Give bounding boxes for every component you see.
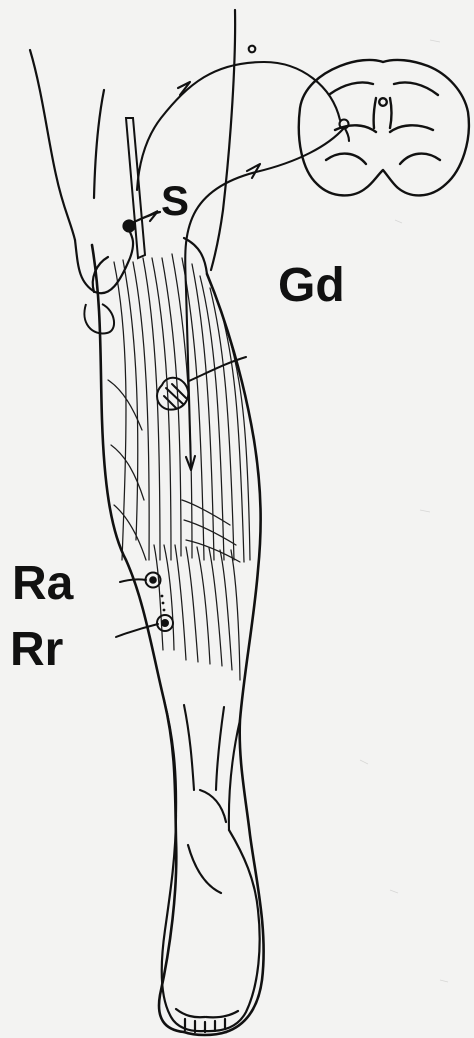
muscle-striations — [108, 254, 250, 680]
thigh-outline — [30, 10, 235, 293]
knee-joint — [84, 118, 145, 333]
calf-outline — [92, 245, 264, 1035]
active-electrode-marker — [120, 573, 161, 588]
active-electrode-label: Ra — [12, 560, 73, 608]
recording-electrode-icon — [157, 357, 246, 410]
reference-electrode-label: Rr — [10, 626, 63, 674]
recording-site-label: Gd — [278, 262, 345, 310]
spinal-cord-cross-section-icon — [299, 60, 469, 195]
stimulation-label: S — [161, 180, 189, 222]
achilles-tendon — [164, 700, 240, 830]
dotted-guide — [161, 595, 166, 612]
foot — [162, 790, 260, 1032]
